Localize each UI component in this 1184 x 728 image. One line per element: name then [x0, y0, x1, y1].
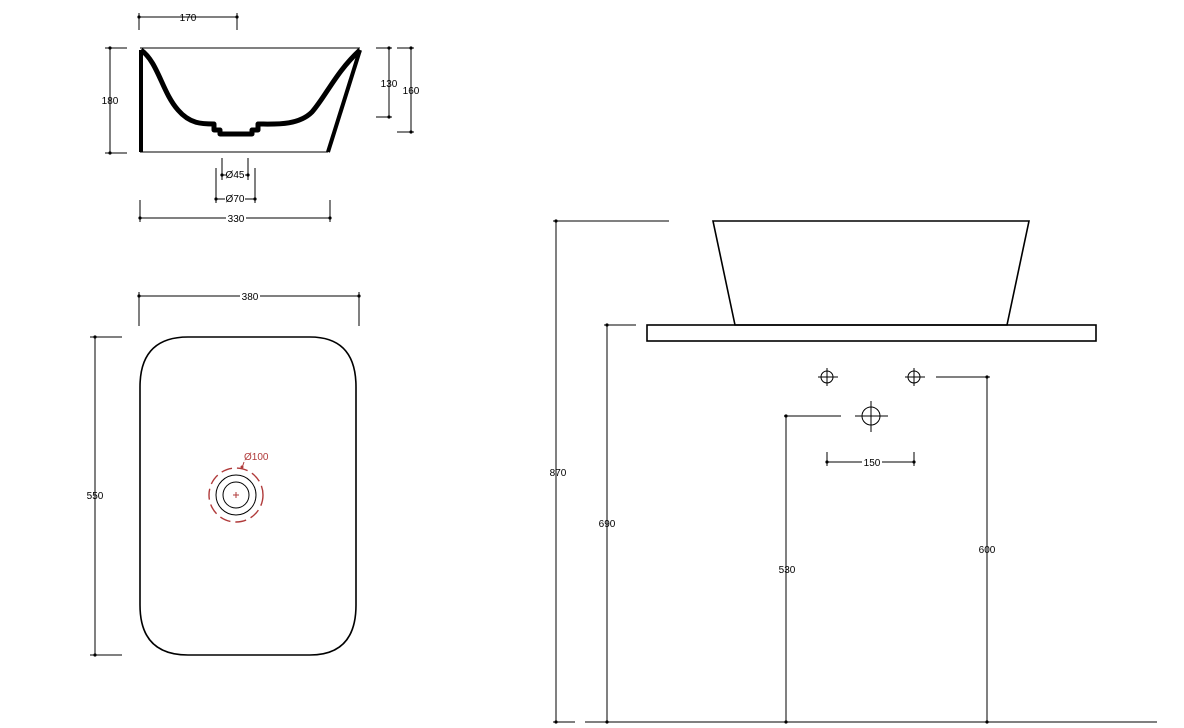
plan-basin-outline: [139, 336, 357, 656]
tap-hole-left: [818, 368, 838, 386]
elevation-view: 870 690 530 600 15: [550, 219, 1157, 724]
dim-depth-inner: 130: [376, 46, 398, 119]
dim-height-left-label: 180: [102, 96, 119, 107]
dim-tap-spacing: 150: [825, 452, 916, 469]
dim-counter-height: 690: [599, 323, 636, 724]
dim-drain-inner-label: Ø45: [226, 170, 245, 181]
dim-total-height-label: 870: [550, 468, 567, 479]
dim-top-width: 170: [137, 13, 239, 30]
dim-tap-spacing-label: 150: [864, 458, 881, 469]
plan-view: Ø100 380 550: [87, 291, 361, 657]
dim-counter-height-label: 690: [599, 519, 616, 530]
tap-hole-right: [905, 368, 925, 386]
dim-drain-inner: Ø45: [220, 158, 250, 181]
dim-tap-height: 600: [936, 375, 996, 724]
dim-plan-length: 550: [87, 335, 122, 657]
dim-depth-inner-label: 130: [381, 79, 398, 90]
plan-drain: Ø100: [208, 452, 269, 523]
dim-tap-height-label: 600: [979, 545, 996, 556]
countertop: [646, 324, 1097, 342]
dim-height-right-label: 160: [403, 86, 420, 97]
section-view: 170 180 130 160: [102, 13, 420, 225]
dim-base-width: 330: [138, 200, 332, 225]
elevation-basin: [712, 220, 1030, 326]
dim-plan-length-label: 550: [87, 491, 104, 502]
dim-drain-outer: Ø70: [214, 168, 257, 205]
dim-plan-width: 380: [137, 291, 361, 326]
dim-height-left: 180: [102, 46, 127, 155]
waste-outlet: [855, 401, 888, 432]
dim-top-width-label: 170: [180, 13, 197, 24]
dim-height-right: 160: [397, 46, 420, 134]
dim-plan-drain-label: Ø100: [244, 452, 269, 463]
section-basin-outline: [139, 47, 362, 153]
dim-total-height: 870: [550, 219, 669, 724]
dim-drain-outer-label: Ø70: [226, 194, 245, 205]
dim-base-width-label: 330: [228, 214, 245, 225]
dim-waste-height: 530: [779, 414, 841, 724]
dim-waste-height-label: 530: [779, 565, 796, 576]
dim-plan-width-label: 380: [242, 292, 259, 303]
